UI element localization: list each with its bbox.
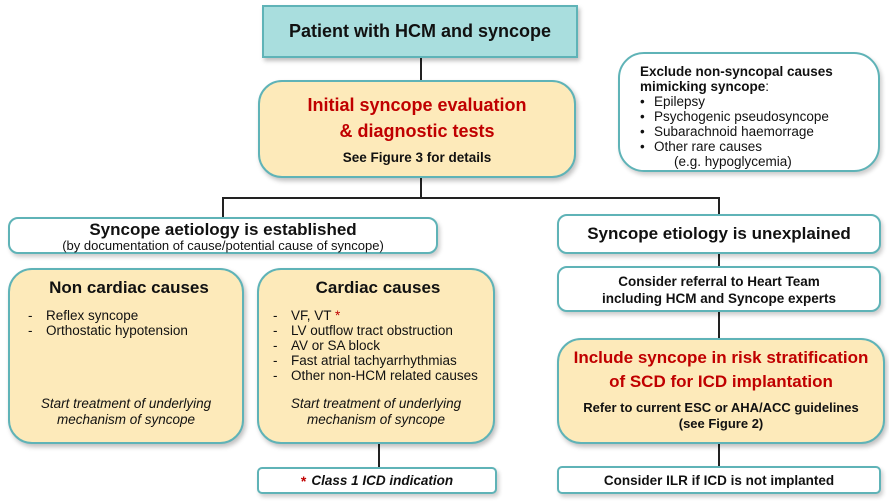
cardiac-item: Fast atrial tachyarrhythmias [273,353,483,368]
cardiac-list: VF, VT * LV outflow tract obstruction AV… [273,308,483,383]
noncardiac-title: Non cardiac causes [49,278,209,297]
risk-line1: Include syncope in risk stratification [573,348,869,367]
exclude-item: Epilepsy [640,94,868,109]
risk-stratification-box: Include syncope in risk stratification o… [557,338,885,444]
risk-line2: of SCD for ICD implantation [609,372,833,391]
cardiac-treatment-line1: Start treatment of underlying [290,396,462,411]
exclude-item: Psychogenic pseudosyncope [640,109,868,124]
referral-box: Consider referral to Heart Team includin… [557,266,881,312]
connector-unexplained-to-referral [718,254,720,266]
referral-line1: Consider referral to Heart Team [618,274,820,289]
cardiac-item: Other non-HCM related causes [273,368,483,383]
noncardiac-treatment: Start treatment of underlying mechanism … [10,396,242,428]
initial-line1: Initial syncope evaluation [307,95,527,115]
cardiac-item: LV outflow tract obstruction [273,323,483,338]
connector-risk-to-ilr [718,442,720,466]
connector-cardiac-to-icd [378,444,380,468]
connector-left-down [222,197,224,217]
cardiac-title: Cardiac causes [315,278,441,297]
top-title: Patient with HCM and syncope [288,21,552,41]
noncardiac-item: Orthostatic hypotension [28,323,230,338]
cardiac-treatment-line2: mechanism of syncope [306,412,446,427]
noncardiac-list: Reflex syncope Orthostatic hypotension [28,308,230,338]
cardiac-treatment: Start treatment of underlying mechanism … [259,396,493,428]
exclude-item: Other rare causes [640,139,868,154]
risk-note2: (see Figure 2) [678,416,764,431]
initial-line2: & diagnostic tests [339,121,495,141]
ilr-box: Consider ILR if ICD is not implanted [557,466,881,494]
referral-line2: including HCM and Syncope experts [601,291,837,306]
unexplained-box: Syncope etiology is unexplained [557,214,881,254]
cardiac-item: AV or SA block [273,338,483,353]
initial-note: See Figure 3 for details [342,150,492,165]
connector-horizontal-split [222,197,720,199]
noncardiac-item: Reflex syncope [28,308,230,323]
noncardiac-treatment-line2: mechanism of syncope [56,412,196,427]
risk-note1: Refer to current ESC or AHA/ACC guidelin… [583,400,859,415]
established-subtitle: (by documentation of cause/potential cau… [62,238,384,253]
initial-evaluation-box: Initial syncope evaluation & diagnostic … [258,80,576,178]
exclude-title-suffix: : [765,79,770,94]
connector-initial-down [420,178,422,198]
icd-text: Class 1 ICD indication [311,473,454,488]
icd-indication-box: * Class 1 ICD indication [257,467,497,494]
unexplained-title: Syncope etiology is unexplained [587,224,851,243]
noncardiac-box: Non cardiac causes Reflex syncope Orthos… [8,268,244,444]
exclude-list: Epilepsy Psychogenic pseudosyncope Subar… [640,94,868,154]
exclude-note: (e.g. hypoglycemia) [674,154,792,169]
connector-referral-to-risk [718,312,720,338]
cardiac-item: VF, VT * [273,308,483,323]
established-title: Syncope aetiology is established [89,220,357,239]
established-box: Syncope aetiology is established (by doc… [8,217,438,254]
exclude-item: Subarachnoid haemorrage [640,124,868,139]
top-box: Patient with HCM and syncope [262,5,578,58]
cardiac-box: Cardiac causes VF, VT * LV outflow tract… [257,268,495,444]
connector-top-to-initial [420,58,422,80]
icd-star: * [300,472,307,489]
exclude-title: Exclude non-syncopal causes mimicking sy… [640,64,833,94]
exclude-box: Exclude non-syncopal causes mimicking sy… [618,52,880,172]
connector-right-down [718,197,720,217]
ilr-text: Consider ILR if ICD is not implanted [603,472,835,488]
noncardiac-treatment-line1: Start treatment of underlying [40,396,212,411]
class1-marker: * [335,308,341,323]
